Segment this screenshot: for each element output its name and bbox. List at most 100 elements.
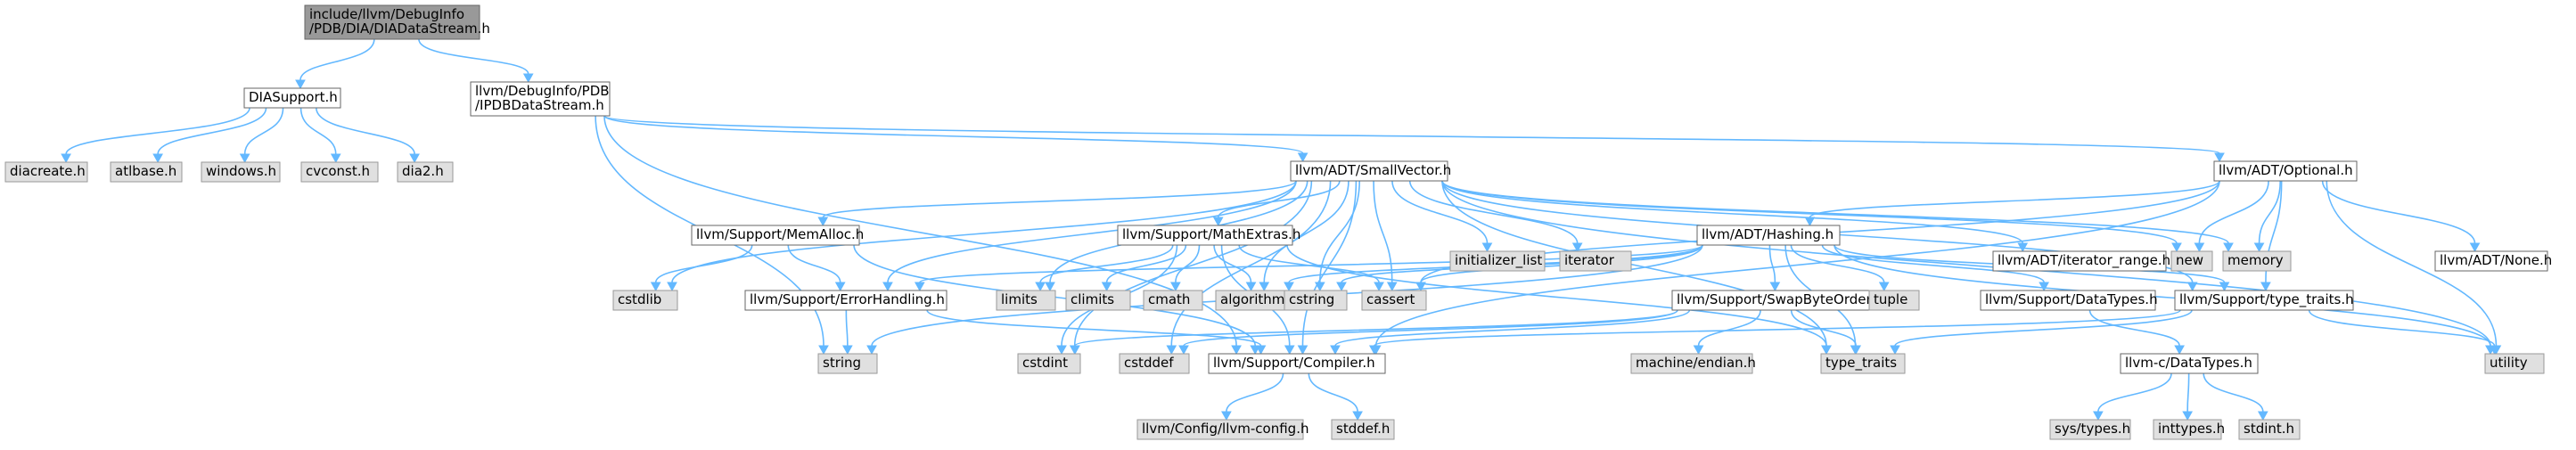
node-label-typetraitsh-line-0: llvm/Support/type_traits.h bbox=[2179, 291, 2354, 308]
node-label-utility-line-0: utility bbox=[2490, 355, 2528, 371]
edge-swapbyteorder-to-compiler bbox=[1334, 309, 1691, 347]
node-cstddef: cstddef bbox=[1119, 353, 1190, 374]
node-label-hashing-line-0: llvm/ADT/Hashing.h bbox=[1702, 226, 1834, 242]
edge-hashing-to-errorhandling bbox=[919, 244, 1703, 283]
edge-arrowhead-typetraitsh-to-compiler bbox=[1368, 345, 1380, 356]
edge-arrowhead-swapbyteorder-to-endian bbox=[1693, 345, 1704, 356]
node-typetraitsh[interactable]: llvm/Support/type_traits.h bbox=[2174, 290, 2354, 311]
edge-swapbyteorder-to-cstddef bbox=[1183, 309, 1678, 347]
node-cdatatypes[interactable]: llvm-c/DataTypes.h bbox=[2120, 353, 2259, 374]
edge-arrowhead-mathextras-to-algorithm bbox=[1245, 282, 1257, 292]
edge-typetraitsh-to-utility bbox=[2308, 309, 2496, 347]
edge-smallvector-to-errorhandling bbox=[887, 180, 1297, 283]
edge-arrowhead-optional-to-none bbox=[2469, 242, 2481, 253]
node-stddef: stddef.h bbox=[1331, 419, 1395, 440]
node-windows: windows.h bbox=[201, 161, 281, 183]
node-tuple: tuple bbox=[1868, 290, 1920, 311]
node-box-cassert bbox=[1361, 290, 1427, 311]
node-label-cdatatypes-line-0: llvm-c/DataTypes.h bbox=[2125, 355, 2252, 371]
node-stdint: stdint.h bbox=[2238, 419, 2301, 440]
edge-diasupport-to-cvconst bbox=[299, 107, 337, 155]
node-memalloc[interactable]: llvm/Support/MemAlloc.h bbox=[691, 225, 864, 246]
edge-arrowhead-smallvector-to-new bbox=[2171, 242, 2182, 253]
node-label-cstdlib-line-0: cstdlib bbox=[618, 291, 661, 307]
edge-arrowhead-smallvector-to-algorithm bbox=[1259, 282, 1270, 292]
edge-arrowhead-diasupport-to-windows bbox=[239, 153, 250, 164]
edge-arrowhead-hashing-to-algorithm bbox=[1284, 282, 1294, 292]
node-box-cvconst bbox=[300, 161, 379, 183]
node-diasupport[interactable]: DIASupport.h bbox=[243, 87, 341, 109]
edge-hashing-to-datatypes bbox=[1821, 244, 2045, 283]
edge-diasupport-to-atlbase bbox=[157, 107, 267, 155]
edge-root-to-ipdbdatastream bbox=[418, 38, 529, 75]
node-utility: utility bbox=[2484, 353, 2545, 374]
node-label-cassert-line-0: cassert bbox=[1366, 291, 1415, 307]
edge-arrowhead-optional-to-new bbox=[2194, 242, 2205, 253]
node-label-root-line-0: include/llvm/DebugInfo bbox=[309, 6, 464, 22]
node-algorithm: algorithm bbox=[1215, 290, 1295, 311]
edge-arrowhead-cdatatypes-to-systypes bbox=[2093, 411, 2104, 421]
node-label-stddef-line-0: stddef.h bbox=[1336, 421, 1390, 437]
node-box-iterator bbox=[1559, 250, 1632, 272]
node-errorhandling[interactable]: llvm/Support/ErrorHandling.h bbox=[744, 290, 948, 311]
node-box-memory bbox=[2222, 250, 2292, 272]
node-ipdbdatastream[interactable]: llvm/DebugInfo/PDB/IPDBDataStream.h bbox=[470, 81, 611, 117]
edge-arrowhead-root-to-diasupport bbox=[295, 79, 306, 90]
node-label-new-line-0: new bbox=[2176, 252, 2203, 268]
node-label-windows-line-0: windows.h bbox=[206, 163, 276, 179]
node-box-ipdbdatastream bbox=[470, 81, 611, 117]
edge-arrowhead-hashing-to-swapbyteorder bbox=[1769, 282, 1781, 292]
node-label-string-line-0: string bbox=[823, 355, 861, 371]
edge-arrowhead-smallvector-to-memalloc bbox=[817, 217, 829, 227]
edge-arrowhead-diasupport-to-atlbase bbox=[152, 153, 163, 164]
node-box-inttypes bbox=[2153, 419, 2222, 440]
edge-arrowhead-swapbyteorder-to-cstddef bbox=[1178, 345, 1189, 356]
node-iterrange[interactable]: llvm/ADT/iterator_range.h bbox=[1992, 250, 2170, 272]
edge-smallvector-to-iterrange bbox=[1441, 180, 2024, 244]
node-smallvector[interactable]: llvm/ADT/SmallVector.h bbox=[1290, 160, 1451, 182]
edge-arrowhead-mathextras-to-cstdint bbox=[1056, 345, 1067, 356]
node-label-iterrange-line-0: llvm/ADT/iterator_range.h bbox=[1998, 252, 2170, 269]
edge-arrowhead-smallvector-to-cassert bbox=[1386, 282, 1398, 292]
node-label-diasupport-line-0: DIASupport.h bbox=[249, 89, 338, 105]
edge-arrowhead-typetraitsh-to-utility bbox=[2489, 345, 2500, 356]
node-label-memalloc-line-0: llvm/Support/MemAlloc.h bbox=[696, 226, 864, 242]
node-label-mathextras-line-0: llvm/Support/MathExtras.h bbox=[1122, 226, 1300, 242]
edge-smallvector-to-utility bbox=[1441, 180, 2491, 347]
edge-arrowhead-smallvector-to-limits bbox=[1045, 282, 1055, 292]
node-label-datatypes-line-0: llvm/Support/DataTypes.h bbox=[1985, 291, 2158, 307]
edge-arrowhead-optional-to-memory bbox=[2253, 242, 2265, 253]
edge-diasupport-to-windows bbox=[243, 107, 284, 155]
node-box-type_traits bbox=[1820, 353, 1906, 374]
edge-ipdbdatastream-to-smallvector bbox=[603, 115, 1304, 154]
node-compiler[interactable]: llvm/Support/Compiler.h bbox=[1208, 353, 1386, 374]
edge-arrowhead-mathextras-to-limits bbox=[1035, 282, 1046, 292]
edge-arrowhead-mathextras-to-cmath bbox=[1170, 282, 1181, 292]
node-llvmconfig: llvm/Config/llvm-config.h bbox=[1136, 419, 1309, 440]
node-box-root bbox=[304, 4, 480, 40]
edge-smallvector-to-memory bbox=[1441, 180, 2229, 244]
edge-optional-to-none bbox=[2321, 180, 2476, 244]
node-none[interactable]: llvm/ADT/None.h bbox=[2434, 250, 2552, 272]
node-hashing[interactable]: llvm/ADT/Hashing.h bbox=[1696, 225, 1841, 246]
edge-hashing-to-swapbyteorder bbox=[1768, 244, 1776, 283]
edge-optional-to-hashing bbox=[1809, 180, 2220, 218]
edge-arrowhead-mathextras-to-cassert bbox=[1374, 282, 1384, 292]
node-optional[interactable]: llvm/ADT/Optional.h bbox=[2213, 160, 2358, 182]
edge-arrowhead-ipdbdatastream-to-compiler bbox=[1231, 345, 1242, 356]
edge-mathextras-to-limits bbox=[1039, 244, 1174, 283]
node-datatypes[interactable]: llvm/Support/DataTypes.h bbox=[1980, 290, 2158, 311]
edge-diasupport-to-diacreate bbox=[65, 107, 250, 155]
edge-ipdbdatastream-to-optional bbox=[603, 115, 2220, 154]
node-label-smallvector-line-0: llvm/ADT/SmallVector.h bbox=[1295, 162, 1451, 178]
node-label-memory-line-0: memory bbox=[2227, 252, 2284, 268]
node-cstdlib: cstdlib bbox=[612, 290, 678, 311]
node-root[interactable]: include/llvm/DebugInfo/PDB/DIA/DIADataSt… bbox=[304, 4, 490, 40]
node-mathextras[interactable]: llvm/Support/MathExtras.h bbox=[1117, 225, 1300, 246]
edge-arrowhead-swapbyteorder-to-type_traits bbox=[1850, 345, 1862, 356]
edge-arrowhead-ipdbdatastream-to-string bbox=[818, 345, 829, 356]
node-swapbyteorder[interactable]: llvm/Support/SwapByteOrder.h bbox=[1671, 290, 1883, 311]
node-box-smallvector bbox=[1290, 160, 1448, 182]
node-box-limits bbox=[996, 290, 1056, 311]
node-label-diacreate-line-0: diacreate.h bbox=[10, 163, 86, 179]
